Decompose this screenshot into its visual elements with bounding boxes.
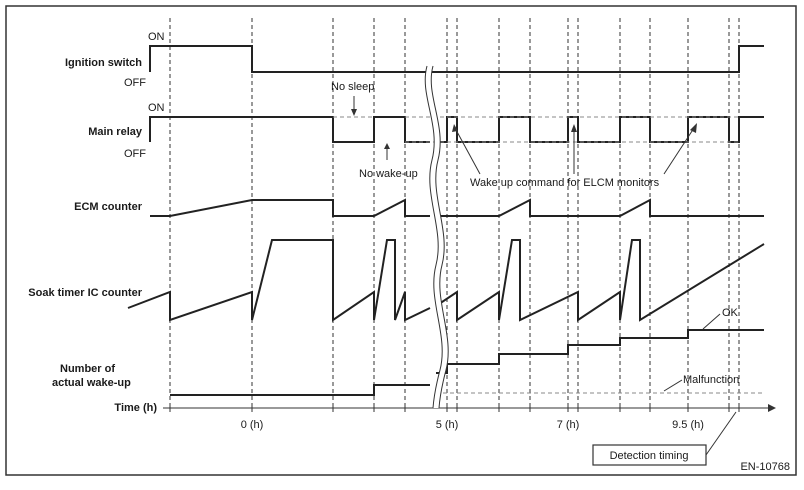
label-main-relay: Main relay <box>88 126 143 138</box>
relay-on-label: ON <box>148 102 165 114</box>
time-axis-arrow <box>768 404 776 412</box>
diagram-frame <box>5 5 797 476</box>
main-relay-signal <box>149 116 764 143</box>
ecm-counter-signal <box>150 198 764 217</box>
soak-timer-signal <box>127 239 765 322</box>
no-sleep-arrowhead <box>351 109 357 116</box>
annotation-malfunction: Malfunction <box>683 374 739 386</box>
figure-id: EN-10768 <box>740 461 790 473</box>
label-ecm-counter: ECM counter <box>74 201 143 213</box>
tick-label-9-5h: 9.5 (h) <box>672 419 704 431</box>
detection-timing-leader <box>705 411 737 456</box>
detection-timing-label: Detection timing <box>610 450 689 462</box>
malfunction-leader <box>663 379 683 392</box>
tick-label-0h: 0 (h) <box>241 419 264 431</box>
label-wakeup-line2: actual wake-up <box>52 377 131 389</box>
ignition-off-label: OFF <box>124 77 146 89</box>
time-break-symbol <box>424 65 449 409</box>
ignition-on-label: ON <box>148 31 165 43</box>
no-wakeup-arrowhead <box>384 143 390 149</box>
time-markers <box>169 18 740 408</box>
tick-label-7h: 7 (h) <box>557 419 580 431</box>
label-soak-timer: Soak timer IC counter <box>28 287 142 299</box>
time-axis-ticks <box>169 404 740 412</box>
annotation-no-sleep: No sleep <box>331 81 374 93</box>
ignition-switch-signal <box>149 45 764 73</box>
relay-off-label: OFF <box>124 148 146 160</box>
annotation-ok: OK <box>722 307 739 319</box>
ok-leader <box>702 313 721 330</box>
label-ignition-switch: Ignition switch <box>65 57 142 69</box>
wake-command-leaders <box>452 123 697 175</box>
label-time-axis: Time (h) <box>114 402 157 414</box>
tick-label-5h: 5 (h) <box>436 419 459 431</box>
annotation-wake-up-command: Wake up command for ELCM monitors <box>470 177 660 189</box>
label-wakeup-line1: Number of <box>60 363 115 375</box>
annotation-no-wakeup: No wake-up <box>359 168 418 180</box>
